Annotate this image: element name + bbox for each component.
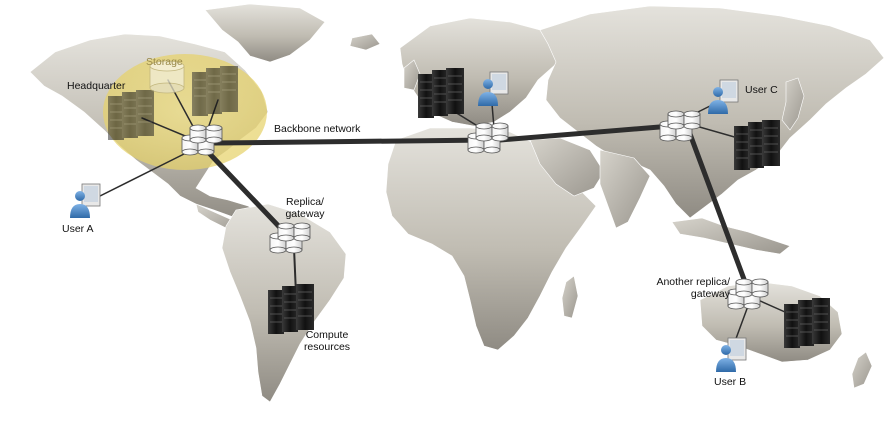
arabia	[529, 137, 605, 197]
user-workstation-icon	[70, 183, 101, 218]
label-replica-line1: Replica/	[286, 196, 324, 208]
database-cluster-australia	[727, 278, 769, 310]
database-cluster-icon	[467, 122, 509, 154]
user-a-workstation	[70, 183, 101, 218]
india	[599, 149, 651, 229]
iceland	[349, 33, 381, 51]
server-rack-icon	[108, 90, 154, 140]
database-cluster-icon	[727, 278, 769, 310]
user-workstation-icon	[708, 79, 739, 114]
user-europe-workstation	[478, 71, 509, 106]
server-rack-icon	[192, 66, 238, 116]
label-storage: Storage	[146, 56, 183, 68]
british-isles	[403, 59, 421, 91]
server-rack-europe	[418, 68, 464, 118]
server-rack-asia	[734, 120, 780, 170]
database-cluster-asia	[659, 110, 701, 142]
japan	[781, 77, 805, 131]
madagascar	[561, 275, 579, 319]
label-compute-resources: Compute resources	[296, 329, 358, 353]
greenland	[204, 3, 326, 63]
label-another-replica-gateway: Another replica/ gateway	[634, 276, 730, 300]
user-b-workstation	[716, 337, 747, 372]
label-replica-line2: gateway	[285, 208, 325, 220]
database-cluster-icon	[269, 222, 311, 254]
database-cluster-europe	[467, 122, 509, 154]
database-cluster-icon	[659, 110, 701, 142]
server-rack-hq-left	[108, 90, 154, 140]
server-rack-icon	[418, 68, 464, 118]
indonesia	[671, 217, 791, 255]
label-replica-gateway: Replica/ gateway	[280, 196, 330, 220]
label-headquarter: Headquarter	[67, 80, 126, 92]
database-cluster-replica	[269, 222, 311, 254]
user-workstation-icon	[716, 337, 747, 372]
link-backbone-europe-asia	[497, 122, 687, 143]
database-cluster-icon	[181, 124, 223, 156]
label-user-a: User A	[62, 223, 94, 235]
link-asia-server	[695, 125, 739, 139]
database-cluster-hq	[181, 124, 223, 156]
server-rack-icon	[734, 120, 780, 170]
server-rack-hq-right	[192, 66, 238, 116]
server-rack-icon	[784, 298, 830, 348]
label-user-c: User C	[745, 84, 778, 96]
server-rack-south-america	[268, 284, 314, 334]
link-hq-replica	[205, 149, 291, 239]
link-backbone-hq-europe	[212, 137, 493, 146]
label-another-line2: gateway	[690, 288, 730, 300]
link-asia-australia	[687, 131, 751, 293]
label-user-b: User B	[714, 376, 747, 388]
storage-cylinder-icon	[149, 60, 185, 94]
link-hq-user-a	[91, 149, 193, 201]
new-zealand	[851, 351, 873, 389]
label-compute-line2: resources	[303, 341, 351, 353]
server-rack-australia	[784, 298, 830, 348]
label-compute-line1: Compute	[305, 329, 349, 341]
user-c-workstation	[708, 79, 739, 114]
user-workstation-icon	[478, 71, 509, 106]
label-backbone-network: Backbone network	[274, 123, 361, 135]
label-another-line1: Another replica/	[656, 276, 730, 288]
server-rack-icon	[268, 284, 314, 334]
